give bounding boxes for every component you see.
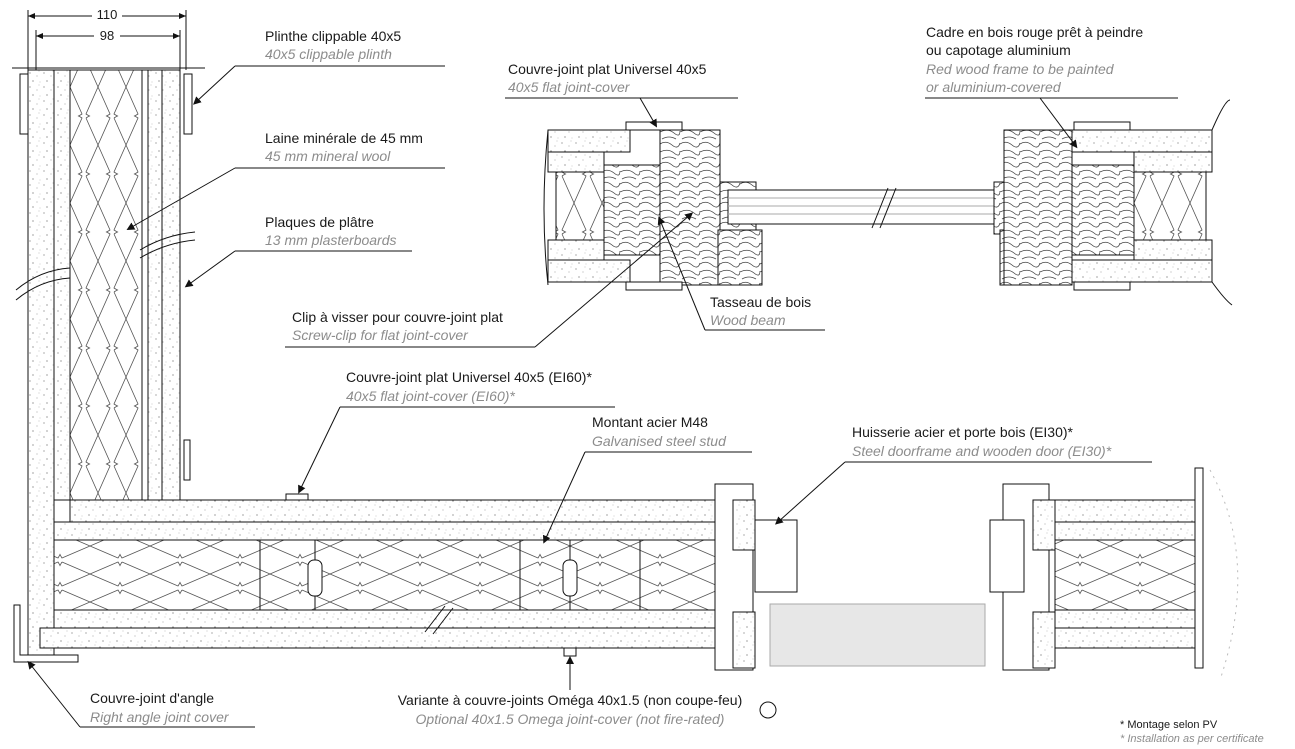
label-woodbeam-fr: Tasseau de bois — [710, 294, 812, 310]
leader-lines — [27, 65, 1178, 728]
dimension-outer: 110 — [92, 6, 122, 23]
label-woodframe-fr: Cadre en bois rouge prêt à peindre — [926, 24, 1144, 40]
label-jointcover-fr: Couvre-joint plat Universel 40x5 — [508, 61, 707, 77]
label-plaster-en: 13 mm plasterboards — [265, 232, 397, 248]
label-jointcover-en: 40x5 flat joint-cover — [508, 79, 630, 95]
label-omega-en: Optional 40x1.5 Omega joint-cover (not f… — [415, 711, 725, 727]
footnote-en: * Installation as per certificate — [1120, 733, 1264, 745]
label-stud-fr: Montant acier M48 — [592, 414, 708, 430]
label-omega-fr: Variante à couvre-joints Oméga 40x1.5 (n… — [397, 692, 743, 708]
footnote-fr: * Montage selon PV — [1120, 719, 1218, 731]
label-woodframe-en: Red wood frame to be painted — [926, 61, 1114, 77]
label-woodbeam-en: Wood beam — [710, 312, 786, 328]
label-anglecover-fr: Couvre-joint d'angle — [90, 690, 215, 706]
label-screwclip-en: Screw-clip for flat joint-cover — [292, 327, 468, 343]
door-assembly — [714, 467, 1239, 719]
label-plinth-fr: Plinthe clippable 40x5 — [265, 28, 402, 44]
label-plaster-fr: Plaques de plâtre — [265, 214, 374, 230]
glazing-detail — [543, 99, 1233, 306]
label-jointcover-ei60-en: 40x5 flat joint-cover (EI60)* — [346, 388, 515, 404]
label-woodframe-fr2: ou capotage aluminium — [926, 42, 1071, 58]
horizontal-partition — [13, 493, 716, 663]
label-stud-en: Galvanised steel stud — [592, 433, 726, 449]
dimension-inner: 98 — [94, 27, 120, 44]
label-anglecover-en: Right angle joint cover — [90, 709, 229, 725]
label-woodframe-en2: or aluminium-covered — [926, 79, 1061, 95]
label-doorframe-fr: Huisserie acier et porte bois (EI30)* — [852, 424, 1073, 440]
label-doorframe-en: Steel doorframe and wooden door (EI30)* — [852, 443, 1112, 459]
label-jointcover-ei60-fr: Couvre-joint plat Universel 40x5 (EI60)* — [346, 369, 592, 385]
label-screwclip-fr: Clip à visser pour couvre-joint plat — [292, 309, 503, 325]
label-plinth-en: 40x5 clippable plinth — [265, 46, 392, 62]
label-wool-en: 45 mm mineral wool — [265, 148, 391, 164]
label-wool-fr: Laine minérale de 45 mm — [265, 130, 423, 146]
